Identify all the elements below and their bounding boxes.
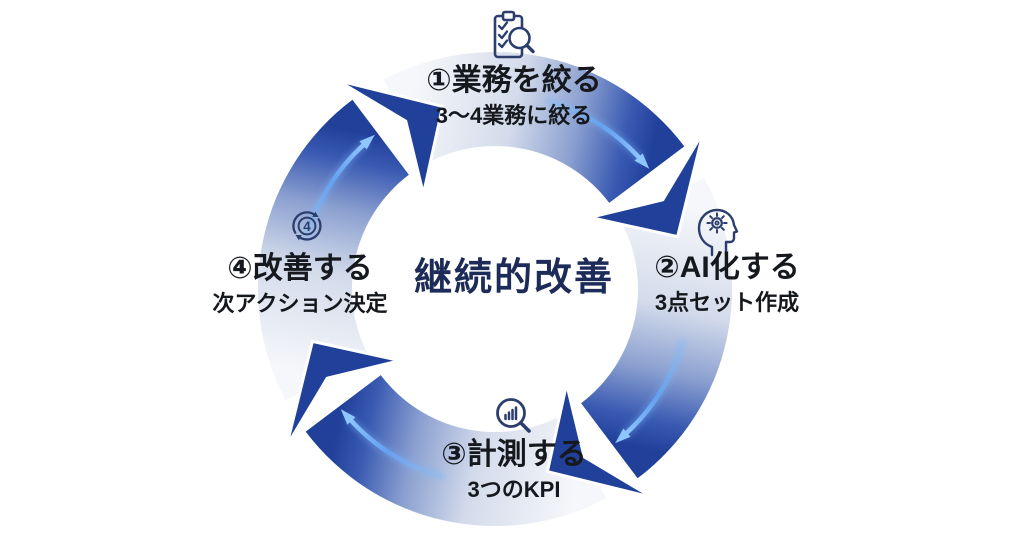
ring-segment-4: [257, 99, 409, 401]
cycle-arrowhead: [295, 234, 302, 241]
glow-arrow-4: [305, 141, 367, 238]
cycle-arc-top: [292, 211, 315, 234]
clipboard-checklist-magnifier-icon: [486, 8, 538, 66]
glow-arrowhead-4: [359, 134, 375, 150]
step-3: ③計測する 3つのKPI: [441, 438, 586, 505]
glow-arrowhead-1: [634, 153, 650, 169]
magnifier-lens: [508, 26, 531, 50]
head-gear-icon: [697, 208, 739, 257]
clipboard-clip: [501, 10, 516, 22]
number-circle: [297, 216, 317, 236]
head-outline: [697, 208, 739, 257]
glow-arrow-3: [347, 417, 444, 479]
magnifier-bar-chart-icon: [496, 398, 531, 433]
step-3-subtitle: 3つのKPI: [467, 477, 561, 502]
gear: [711, 217, 723, 229]
step-2: ②AI化する 3点セット作成: [654, 251, 799, 318]
gear-hub: [714, 220, 720, 226]
ring-segment-3: [305, 375, 607, 527]
cycle-arrows-icon: 4: [292, 211, 322, 241]
step-1-title: ①業務を絞る: [426, 64, 602, 97]
step-3-title: ③計測する: [441, 438, 587, 471]
step-4: ④改善する 次アクション決定: [213, 252, 388, 319]
ring-segment-2: [581, 177, 733, 479]
step-4-title: ④改善する: [227, 252, 373, 285]
magnifier-lens: [496, 398, 526, 428]
ring-arrowhead-4: [336, 79, 445, 196]
bar-chart-bars: [504, 406, 518, 421]
ring-segment-1: [383, 51, 685, 203]
glow-arrowhead-3: [340, 409, 356, 425]
check-mark: [497, 39, 509, 49]
step-1: ①業務を絞る 3〜4業務に絞る: [426, 64, 601, 131]
clipboard-checklist-magnifier-icon: [493, 10, 535, 59]
step-4-subtitle: 次アクション決定: [212, 291, 388, 316]
ring-arrowhead-2: [545, 382, 654, 499]
magnifier-bar-chart-icon: [489, 393, 541, 445]
step-2-subtitle: 3点セット作成: [654, 290, 800, 315]
cycle-arrowhead: [312, 211, 319, 218]
magnifier-handle: [518, 420, 531, 433]
glow-arrowhead-2: [615, 428, 631, 444]
center-title: 継続的改善: [413, 257, 615, 299]
check-mark: [497, 21, 509, 31]
cycle-arc-bottom: [299, 218, 322, 241]
ring-arrowhead-3: [285, 339, 402, 448]
check-mark: [497, 30, 509, 40]
step-2-title: ②AI化する: [654, 251, 800, 284]
gear-teeth: [706, 212, 728, 234]
magnifier-handle: [525, 43, 535, 54]
ring-arrowhead-1: [588, 130, 705, 239]
step-1-subtitle: 3〜4業務に絞る: [435, 103, 593, 128]
cycle-number: 4: [303, 219, 311, 234]
cycle-arrows-icon: 4: [281, 200, 333, 252]
glow-arrow-2: [623, 340, 685, 437]
head-gear-icon: [690, 203, 744, 257]
glow-arrow-1: [546, 99, 643, 161]
